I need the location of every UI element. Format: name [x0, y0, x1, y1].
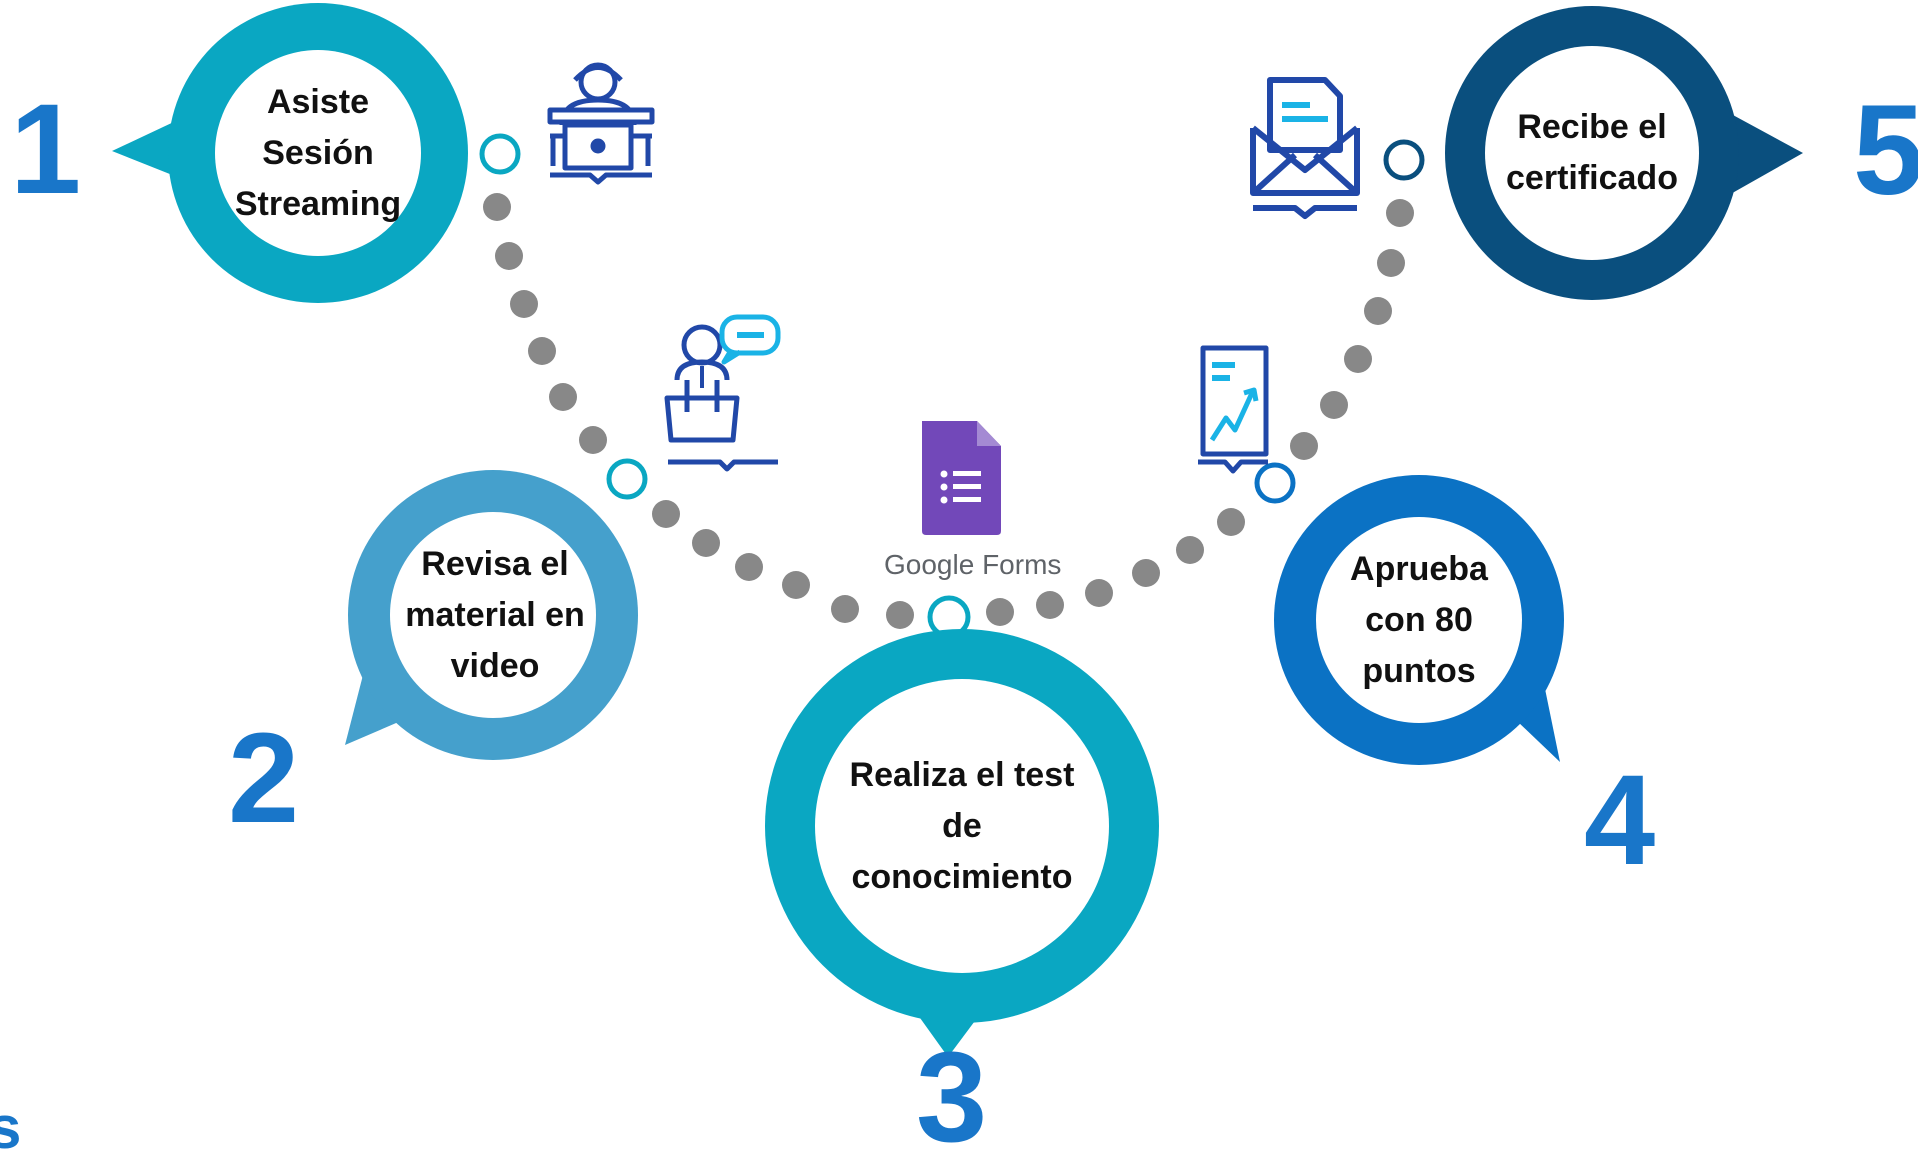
step-4-number: 4 — [1584, 749, 1656, 892]
step-2-number: 2 — [228, 707, 300, 850]
step-3-bubble — [765, 629, 1159, 1057]
presenter-icon — [664, 314, 781, 472]
google-forms-label: Google Forms — [884, 549, 1061, 581]
step-5-number: 5 — [1853, 79, 1918, 222]
step-3-text: Realiza el test de conocimiento — [849, 755, 1075, 896]
step-1-text: Asiste Sesión Streaming — [234, 82, 402, 223]
marker-5 — [1383, 139, 1425, 181]
step-5-bubble — [1445, 6, 1803, 300]
google-forms-label-forms: Forms — [974, 549, 1062, 580]
step-2-text: Revisa el material en video — [405, 544, 585, 685]
marker-4 — [1254, 462, 1296, 504]
marker-1 — [479, 133, 521, 175]
step-4-text: Aprueba con 80 puntos — [1350, 549, 1488, 690]
google-forms-icon — [922, 421, 1001, 535]
streaming-session-icon — [547, 62, 655, 185]
step-1-number: 1 — [10, 78, 82, 221]
dotted-path — [483, 193, 1414, 629]
marker-2 — [606, 458, 648, 500]
stray-character: s — [0, 1094, 22, 1161]
step-3-number: 3 — [916, 1026, 988, 1169]
path-markers — [479, 133, 1425, 639]
report-chart-icon — [1198, 345, 1269, 474]
step-2-bubble — [345, 470, 638, 760]
certificate-envelope-icon — [1250, 77, 1360, 219]
step-4-bubble — [1274, 475, 1564, 765]
step-1-bubble — [112, 3, 468, 303]
google-forms-label-google: Google — [884, 549, 975, 580]
step-5-text: Recibe el certificado — [1506, 108, 1678, 197]
